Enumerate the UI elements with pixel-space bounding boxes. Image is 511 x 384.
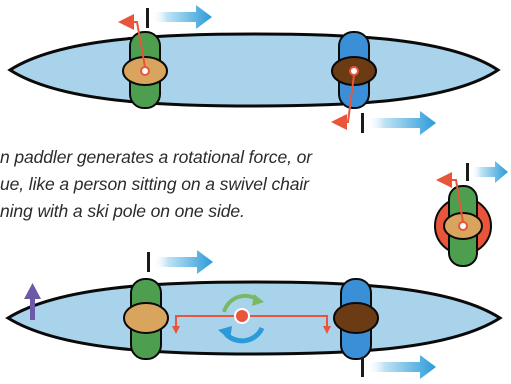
top-left-pivot-dot [141, 67, 149, 75]
caption-line-1: n paddler generates a rotational force, … [0, 144, 420, 171]
swivel-thrust-arrow [466, 161, 508, 183]
bottom-right-paddler-body [334, 303, 378, 333]
swivel-pivot-dot [459, 222, 467, 230]
top-canoe [10, 5, 498, 135]
center-pivot-dot [235, 309, 249, 323]
caption-text: n paddler generates a rotational force, … [0, 144, 420, 225]
caption-line-3: ning with a ski pole on one side. [0, 198, 420, 225]
bottom-left-paddler-body [124, 303, 168, 333]
bottom-right-thrust-arrow [361, 355, 436, 379]
top-right-thrust-arrow [361, 111, 436, 135]
top-right-pivot-dot [350, 67, 358, 75]
swivel-paddler-illustration [435, 161, 508, 266]
top-canoe-hull [10, 34, 498, 106]
bottom-canoe [8, 250, 500, 379]
bottom-left-thrust-arrow [147, 250, 213, 274]
caption-line-2: ue, like a person sitting on a swivel ch… [0, 171, 420, 198]
top-left-thrust-arrow [146, 5, 212, 29]
bottom-canoe-hull [8, 282, 500, 354]
